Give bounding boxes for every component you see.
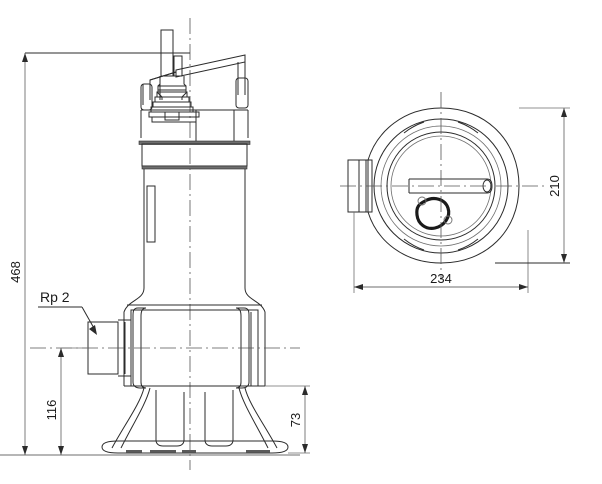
top-plan-view: [340, 92, 545, 280]
pump-volute: [123, 287, 266, 389]
base-support-ring: [0, 440, 300, 456]
dimension-label-468: 468: [8, 261, 23, 283]
rib-segments: [403, 121, 479, 251]
front-elevation-view: [0, 18, 300, 470]
inspection-eye: [415, 196, 453, 230]
dimension-label-234: 234: [430, 271, 452, 286]
dimension-label-116: 116: [44, 400, 59, 421]
top-flange: [138, 140, 251, 170]
dimension-discharge-height: 116: [44, 347, 102, 456]
dimension-label-210: 210: [547, 175, 562, 197]
callout-label-rp2: Rp 2: [40, 289, 70, 305]
motor-housing: [143, 169, 246, 288]
support-legs: [111, 387, 278, 449]
dimension-set: 468 116 73: [8, 52, 570, 456]
dimension-plan-depth: 210: [495, 107, 570, 264]
top-cover-ring: [140, 109, 249, 144]
dimension-base-height: 73: [265, 385, 310, 454]
callout-rp2: Rp 2: [38, 289, 97, 335]
lifting-bracket: [140, 54, 249, 111]
dimension-overall-height: 468: [8, 52, 190, 456]
dimension-plan-width: 234: [353, 212, 529, 293]
dimension-label-73: 73: [288, 413, 303, 427]
cable-gland: [148, 29, 200, 123]
